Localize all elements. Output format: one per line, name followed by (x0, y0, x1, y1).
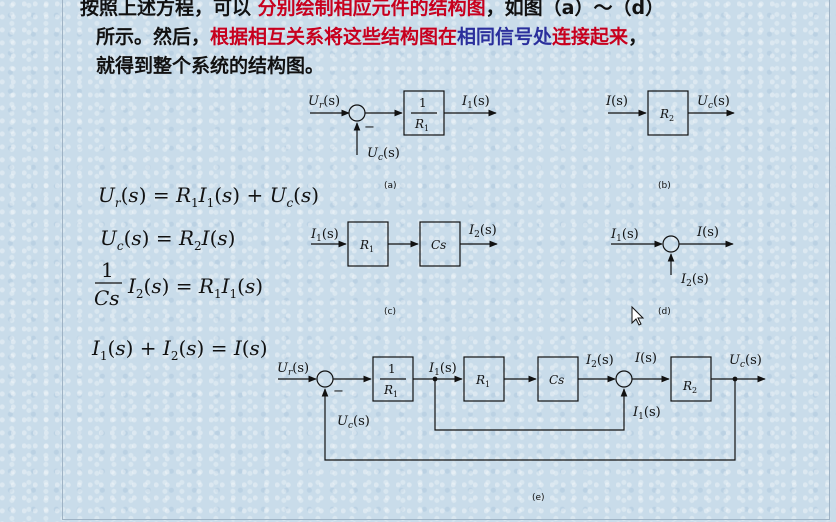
svg-text:I1(s): I1(s) (610, 227, 639, 244)
diagram-b: I(s) R2 Uc(s) (b) (605, 90, 735, 191)
svg-text:R1: R1 (359, 238, 374, 254)
intro-line-3: 就得到整个系统的结构图。 (96, 55, 325, 77)
caption-a: (a) (384, 181, 397, 191)
diagram-d: I1(s) I(s) I2(s) (d) (610, 225, 734, 317)
minus-a: − (364, 120, 375, 135)
equation-2: Uc(s) = R2I(s) (100, 226, 235, 253)
svg-text:R1: R1 (414, 117, 429, 133)
summing-junction-e1 (316, 370, 334, 388)
svg-text:I1(s): I1(s) (632, 405, 661, 422)
svg-text:R2: R2 (682, 379, 697, 395)
svg-text:1: 1 (388, 362, 396, 376)
svg-text:I2(s) = R1I1(s): I2(s) = R1I1(s) (127, 274, 263, 301)
summing-junction-e2 (615, 370, 633, 388)
label-ur-a: U (308, 94, 320, 109)
caption-b: (b) (658, 181, 671, 191)
svg-text:Uc(s): Uc(s) (697, 94, 730, 111)
svg-text:I2(s): I2(s) (585, 353, 614, 370)
diagram-a: Ur(s) − 1 R1 I1(s) Uc(s) (a) (308, 90, 497, 191)
svg-text:Cs: Cs (94, 286, 120, 310)
branch-i1-e (434, 379, 628, 431)
minus-e: − (333, 384, 344, 399)
svg-text:I1(s): I1(s) (461, 94, 490, 111)
summing-junction-d (662, 235, 680, 253)
caption-c: (c) (384, 307, 396, 317)
block-cs-label-e: Cs (549, 373, 564, 387)
svg-text:1: 1 (101, 258, 114, 282)
equation-1: Ur(s) = R1I1(s) + Uc(s) (98, 183, 319, 210)
svg-text:R1: R1 (475, 373, 490, 389)
svg-text:Uc(s): Uc(s) (337, 414, 370, 431)
svg-text:R1: R1 (383, 383, 398, 399)
intro-text: 按照上述方程，可以 (80, 0, 252, 19)
equations-group: Ur(s) = R1I1(s) + Uc(s) Uc(s) = R2I(s) 1… (91, 183, 319, 363)
svg-text:I(s): I(s) (696, 225, 719, 240)
intro-line-2: 所示。然后，根据相互关系将这些结构图在相同信号处连接起来， (96, 23, 647, 52)
svg-text:I2(s): I2(s) (680, 272, 709, 289)
svg-text:I1(s): I1(s) (428, 361, 457, 378)
svg-text:I(s): I(s) (634, 351, 657, 366)
svg-text:Ur(s): Ur(s) (277, 361, 309, 378)
intro-text: 所示。然后， (96, 26, 211, 48)
slide-frame (62, 0, 830, 520)
intro-highlight-red: 分别绘制相应元件的结构图 (257, 0, 486, 19)
block-cs-label-c: Cs (431, 238, 446, 252)
svg-text:Uc(s): Uc(s) (367, 146, 400, 163)
svg-text:I1(s): I1(s) (310, 227, 339, 244)
intro-highlight-red: 根据相互关系将这些结构图在 (210, 26, 458, 48)
svg-text:Ur(s): Ur(s) (308, 94, 340, 111)
equation-4: I1(s) + I2(s) = I(s) (91, 336, 268, 363)
mouse-cursor-icon (631, 305, 645, 326)
diagram-e: Ur(s) − 1 R1 I1(s) R1 Cs I2(s) I(s) R2 U… (277, 351, 766, 503)
svg-text:Uc(s): Uc(s) (729, 353, 762, 370)
intro-highlight-blue: 相同信号处 (457, 26, 553, 48)
intro-text: ， (628, 26, 648, 48)
diagram-c: I1(s) R1 Cs I2(s) (c) (310, 221, 498, 317)
pickoff-point-uc (732, 376, 738, 382)
summing-junction-a (348, 104, 366, 122)
svg-text:I2(s): I2(s) (468, 223, 497, 240)
pickoff-point-i1 (432, 376, 438, 382)
caption-e: (e) (532, 493, 545, 503)
caption-d: (d) (658, 307, 671, 317)
intro-highlight-red: 连接起来 (552, 26, 629, 48)
svg-text:R2: R2 (659, 107, 674, 123)
intro-text: ，如图（a）～（d） (485, 0, 665, 19)
intro-line-1: 按照上述方程，可以 分别绘制相应元件的结构图，如图（a）～（d） (80, 0, 664, 23)
equation-3: 1 Cs I2(s) = R1I1(s) (94, 258, 263, 310)
svg-text:I(s): I(s) (605, 94, 628, 109)
feedback-uc-e (321, 379, 736, 461)
block-a-numerator: 1 (419, 96, 427, 110)
